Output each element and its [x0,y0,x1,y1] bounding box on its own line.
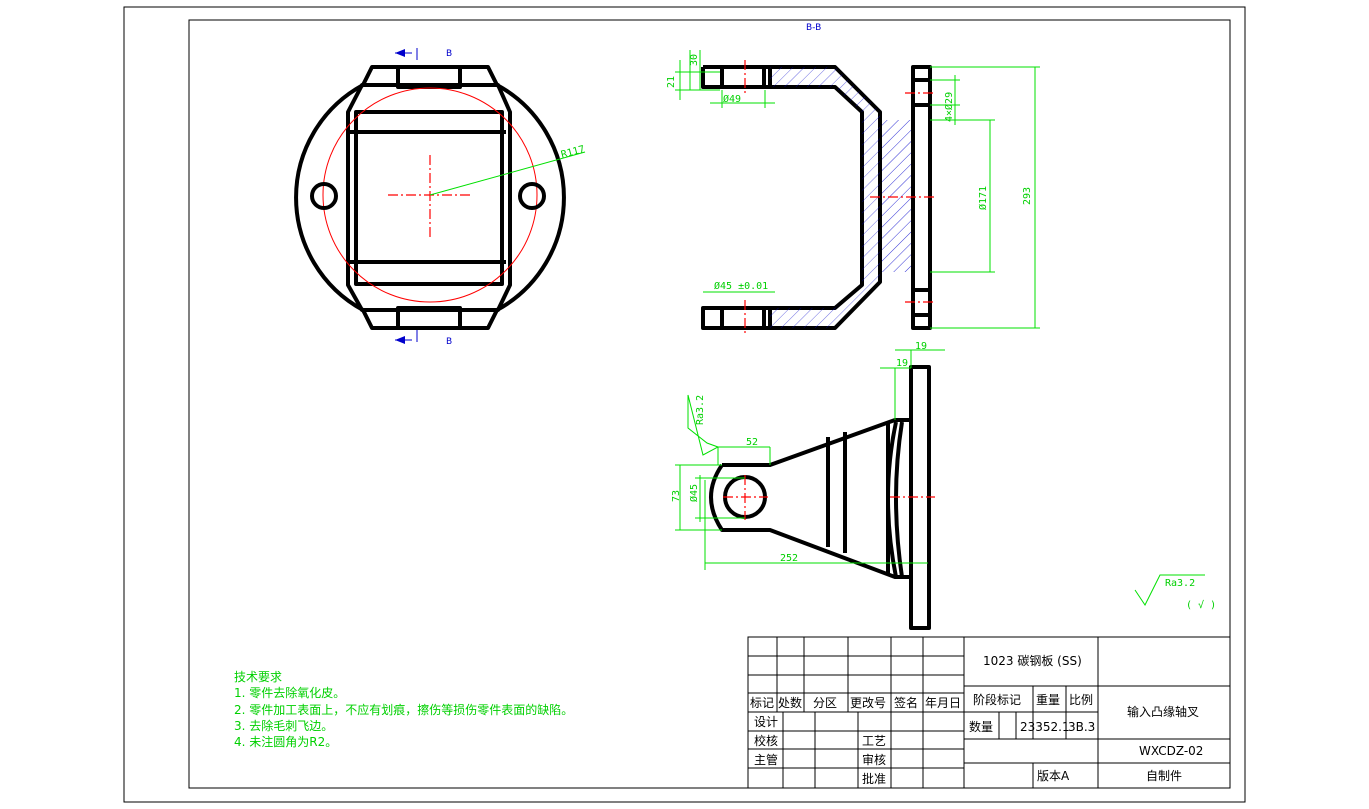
drawing-number: WXCDZ-02 [1139,744,1203,758]
outer-border [123,6,1246,803]
process-label: 工艺 [862,734,886,748]
section-mark-bottom: B [446,337,452,347]
scale-value: 3B.3 [1068,720,1095,734]
top-view: R117 B B [294,48,586,347]
requirement-item: 1. 零件去除氧化皮。 [234,685,345,700]
header-change-no: 更改号 [850,696,886,710]
drawing-frame [188,19,1231,789]
dim-52: 52 [746,437,758,448]
surface-finish-note: ( √ ) [1186,599,1216,611]
radius-label: R117 [560,144,586,161]
requirement-item: 3. 去除毛刺飞边。 [234,718,333,733]
review-label: 审核 [862,752,886,767]
technical-requirements: 技术要求 1. 零件去除氧化皮。 2. 零件加工表面上，不应有划痕，擦伤等损伤零… [234,670,573,749]
dim-19-inner: 19 [896,358,908,369]
scale-label: 比例 [1069,693,1093,707]
requirement-item: 4. 未注圆角为R2。 [234,734,337,749]
header-date: 年月日 [925,696,961,710]
manager-label: 主管 [754,752,778,767]
surface-finish-symbol: Ra3.2 ( √ ) [1134,574,1216,611]
requirement-item: 2. 零件加工表面上，不应有划痕，擦伤等损伤零件表面的缺陷。 [234,702,573,717]
requirements-title: 技术要求 [234,670,282,684]
surface-finish-value: Ra3.2 [1165,578,1195,589]
quantity-label: 数量 [969,719,993,734]
header-signature: 签名 [894,695,918,710]
dim-293: 293 [1022,187,1033,205]
dim-19-outer: 19 [915,341,927,352]
dim-29: 4×Ø29 [943,92,955,122]
weight-value: 23352.1 [1020,720,1070,734]
dim-171: Ø171 [977,186,989,210]
title-block: 标记 处数 分区 更改号 签名 年月日 设计 校核 主管 工艺 审核 批准 10… [747,636,1231,789]
dim-45-tol: Ø45 ±0.01 [714,280,768,292]
stage-mark-label: 阶段标记 [973,692,1021,707]
source-type: 自制件 [1146,769,1182,783]
check-label: 校核 [754,733,778,748]
section-view: B-B 293 Ø171 4×Ø29 21 30 Ø49 Ø45 ±0.01 [666,23,1040,335]
header-mark: 标记 [750,696,774,710]
side-view: 52 73 Ø45 252 19 19 Ra3.2 [671,341,945,630]
dim-45: Ø45 [688,484,700,502]
section-mark-top: B [446,49,452,59]
material: 1023 碳钢板 (SS) [983,654,1082,668]
header-zone: 分区 [813,696,837,710]
version: 版本A [1037,769,1070,783]
part-name: 输入凸缘轴叉 [1127,704,1199,719]
dim-73: 73 [671,490,682,502]
approve-label: 批准 [862,771,886,786]
dim-30: 30 [689,54,700,66]
header-count: 处数 [778,695,802,710]
weight-label: 重量 [1036,693,1060,707]
dim-252: 252 [780,553,798,564]
design-label: 设计 [754,715,778,729]
section-title: B-B [806,23,821,33]
dim-49: Ø49 [723,93,741,105]
roughness-local: Ra3.2 [695,395,706,425]
dim-21: 21 [666,76,677,88]
